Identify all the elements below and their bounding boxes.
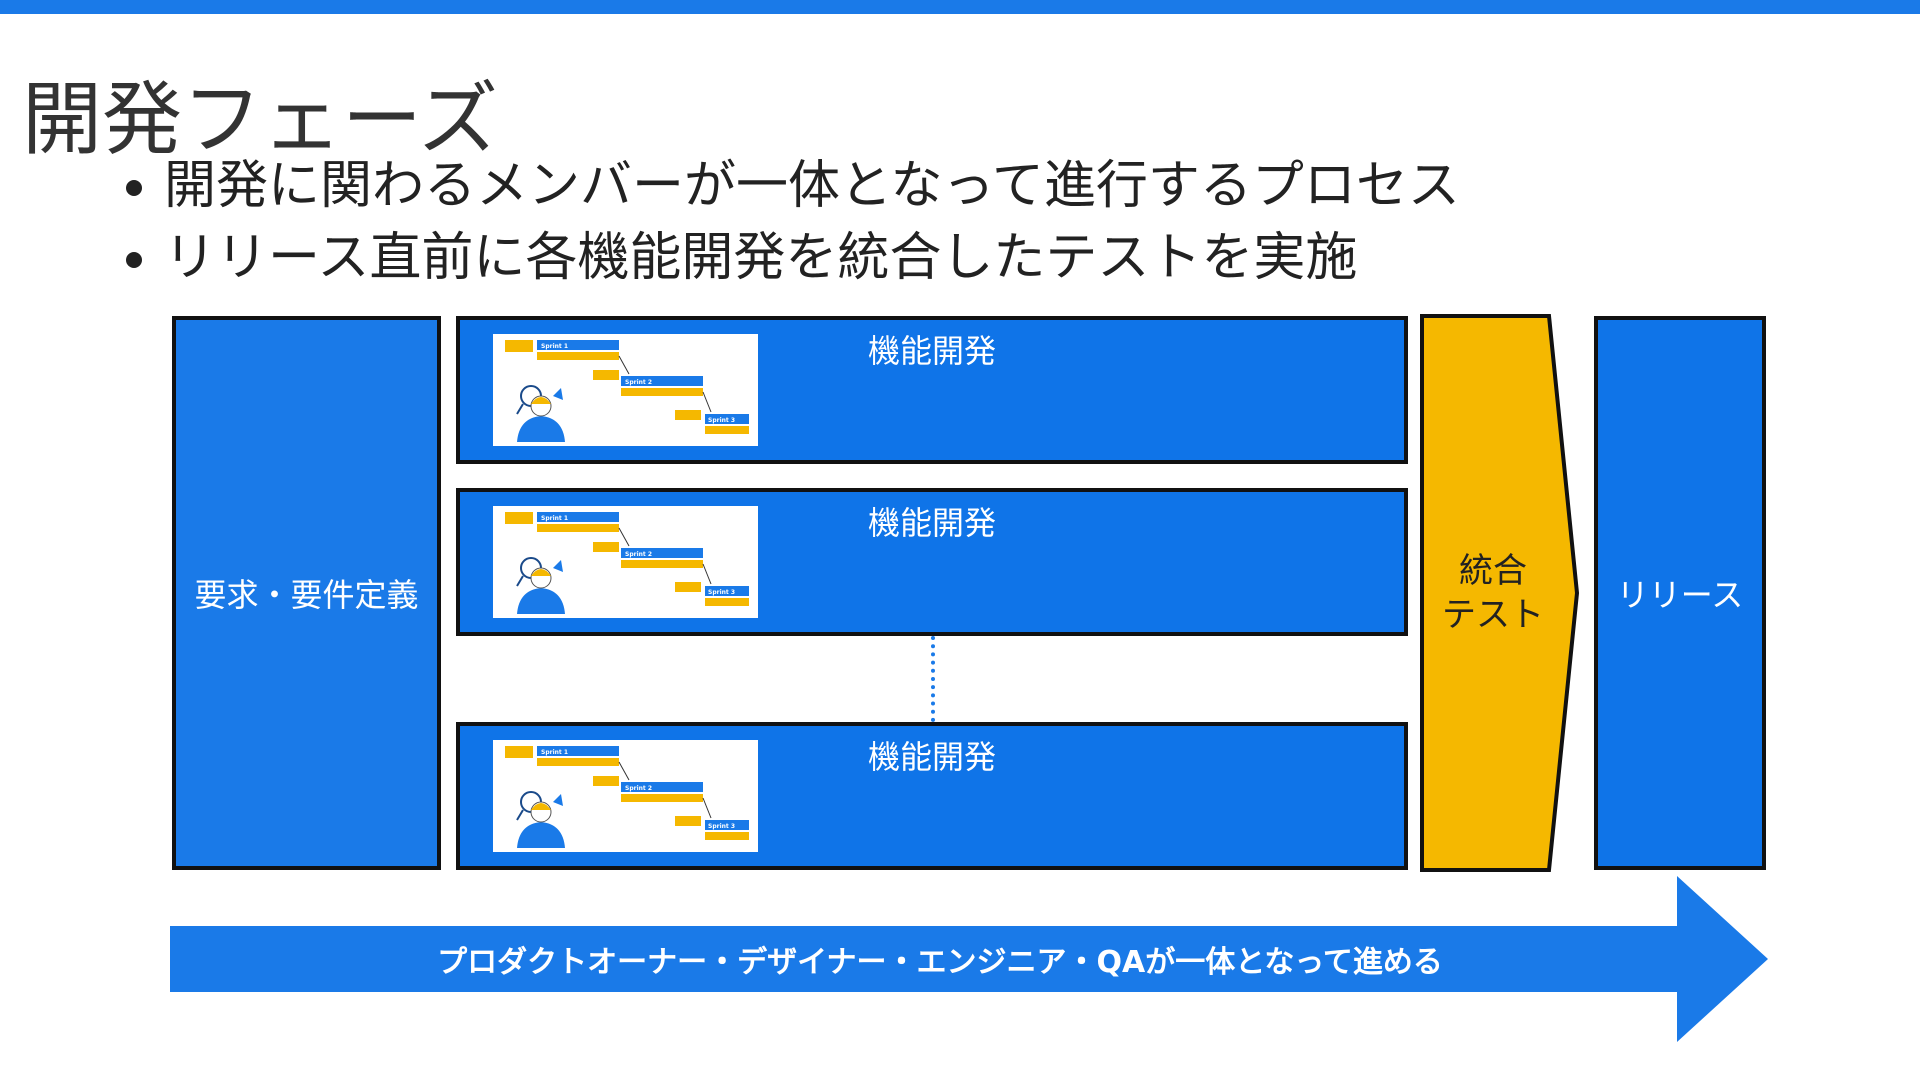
feature-label: 機能開発 — [867, 332, 996, 370]
sprint-illustration: Sprint 1 Sprint 2 Sprint 3 — [505, 746, 749, 848]
integration-test-label: 統合 テスト — [1420, 313, 1566, 873]
sprint-label: Sprint 2 — [625, 379, 652, 386]
sprint-thumbnail: Sprint 1 Sprint 2 Sprint 3 — [493, 506, 758, 618]
sprint-label: Sprint 3 — [708, 417, 735, 424]
bullet-dot-icon — [126, 180, 142, 196]
feature-box: 機能開発 Sprint 1 Sprint 2 Sprint 3 — [456, 316, 1408, 464]
process-arrow-label: プロダクトオーナー・デザイナー・エンジニア・QAが一体となって進める — [437, 945, 1443, 980]
process-arrow — [170, 876, 1768, 1042]
dotted-connector — [931, 636, 935, 722]
bullet-text: 開発に関わるメンバーが一体となって進行するプロセス — [164, 156, 1460, 216]
requirements-box: 要求・要件定義 — [172, 316, 441, 870]
sprint-illustration: Sprint 1 Sprint 2 Sprint 3 — [505, 512, 749, 614]
bullet-text: リリース直前に各機能開発を統合したテストを実施 — [164, 228, 1358, 288]
sprint-thumbnail: Sprint 1 Sprint 2 Sprint 3 — [493, 334, 758, 446]
sprint-label: Sprint 2 — [625, 785, 652, 792]
bullet-list: 開発に関わるメンバーが一体となって進行するプロセス リリース直前に各機能開発を統… — [120, 150, 1460, 294]
sprint-label: Sprint 3 — [708, 823, 735, 830]
sprint-label: Sprint 3 — [708, 589, 735, 596]
top-accent-bar — [0, 0, 1920, 14]
feature-label: 機能開発 — [867, 738, 996, 776]
integration-test-line2: テスト — [1442, 595, 1544, 635]
sprint-label: Sprint 1 — [541, 343, 568, 350]
sprint-label: Sprint 1 — [541, 515, 568, 522]
sprint-thumbnail: Sprint 1 Sprint 2 Sprint 3 — [493, 740, 758, 852]
feature-box: 機能開発 Sprint 1 Sprint 2 Sprint 3 — [456, 488, 1408, 636]
bullet-item: リリース直前に各機能開発を統合したテストを実施 — [120, 222, 1460, 294]
release-box: リリース — [1594, 316, 1766, 870]
sprint-label: Sprint 2 — [625, 551, 652, 558]
requirements-label: 要求・要件定義 — [194, 576, 419, 614]
bullet-dot-icon — [126, 252, 142, 268]
sprint-label: Sprint 1 — [541, 749, 568, 756]
feature-box: 機能開発 Sprint 1 Sprint 2 Sprint 3 — [456, 722, 1408, 870]
slide-title: 開発フェーズ — [22, 72, 498, 166]
sprint-illustration: Sprint 1 Sprint 2 Sprint 3 — [505, 340, 749, 442]
integration-test-shape — [1420, 314, 1580, 872]
feature-label: 機能開発 — [867, 504, 996, 542]
bullet-item: 開発に関わるメンバーが一体となって進行するプロセス — [120, 150, 1460, 222]
release-label: リリース — [1616, 576, 1744, 614]
integration-test-line1: 統合 — [1459, 551, 1527, 591]
